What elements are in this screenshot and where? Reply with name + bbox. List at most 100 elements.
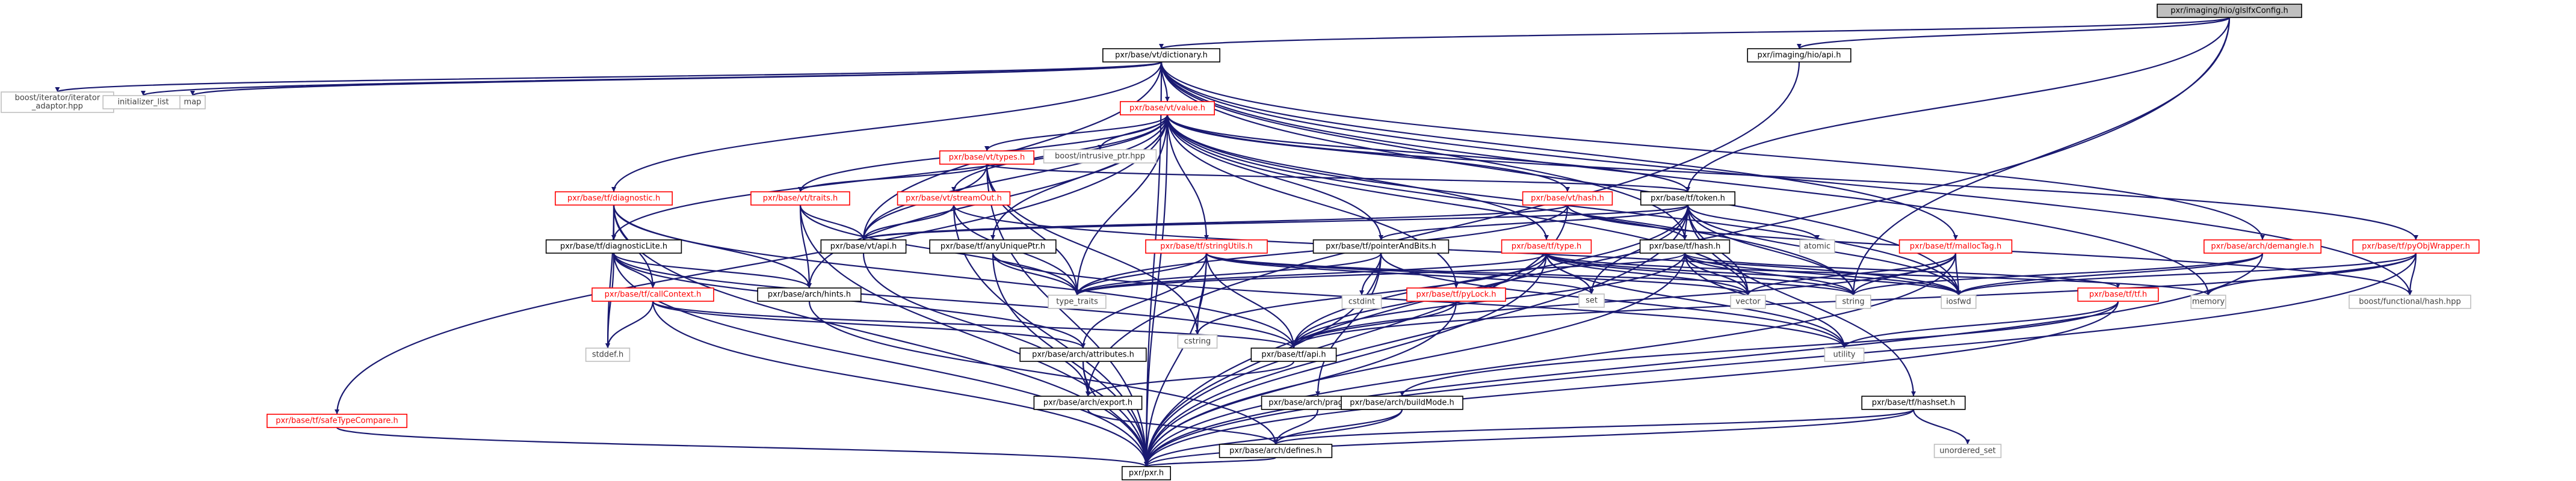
edge-arch_pragmas-to-arch_defines — [1274, 409, 1319, 445]
node-label: pxr/base/arch/export.h — [1043, 399, 1132, 408]
node-tf-malloctag[interactable]: pxr/base/tf/mallocTag.h — [1898, 239, 2013, 254]
node-arch-export[interactable]: pxr/base/arch/export.h — [1033, 396, 1143, 410]
edge-vt_dictionary-to-map — [191, 61, 1163, 97]
node-box — [554, 191, 673, 206]
node-vt-dictionary[interactable]: pxr/base/vt/dictionary.h — [1102, 48, 1221, 63]
node-tf-pointerbits[interactable]: pxr/base/tf/pointerAndBits.h — [1312, 239, 1450, 254]
node-tf-type[interactable]: pxr/base/tf/type.h — [1501, 239, 1592, 254]
edge-arch_demangle-to-string — [1852, 253, 2264, 296]
edge-arrowhead — [1454, 283, 1459, 288]
edge-vt_streamout-to-iosfwd — [953, 204, 1960, 296]
edge-arrowhead — [1165, 97, 1170, 102]
edge-vt_value-to-pxr — [1145, 114, 1169, 467]
edge-vt_types-to-pxr — [986, 164, 1147, 467]
node-tf-safetype[interactable]: pxr/base/tf/safeTypeCompare.h — [266, 414, 407, 428]
node-tf-token[interactable]: pxr/base/tf/token.h — [1640, 191, 1736, 206]
edge-tf_pointerbits-to-type_traits — [1076, 253, 1382, 296]
node-box — [2190, 295, 2226, 309]
node-tf-stringutils[interactable]: pxr/base/tf/stringUtils.h — [1145, 239, 1268, 254]
node-label: pxr/base/tf/hash.h — [1649, 242, 1721, 251]
edge-tf_tf-to-utility — [1843, 301, 2119, 349]
edge-tf_type-to-string — [1545, 253, 1855, 296]
node-label: pxr/base/tf/diagnostic.h — [567, 194, 660, 203]
node-box — [1824, 348, 1865, 362]
node-label: pxr/base/tf/pyLock.h — [1416, 290, 1496, 299]
node-label: pxr/base/vt/api.h — [830, 242, 897, 251]
edge-tf_stringutils-to-string — [1205, 253, 1855, 296]
node-box — [2204, 239, 2322, 254]
node-label: atomic — [1804, 242, 1830, 251]
node-box — [1033, 396, 1143, 410]
node-tf-difflite[interactable]: pxr/base/tf/diagnosticLite.h — [545, 239, 682, 254]
edge-arrowhead — [807, 283, 812, 288]
node-arch-attributes[interactable]: pxr/base/arch/attributes.h — [1019, 348, 1147, 362]
node-box — [1312, 239, 1450, 254]
node-root[interactable]: pxr/imaging/hio/glslfxConfig.h — [2157, 4, 2302, 18]
node-tf-diagnostic[interactable]: pxr/base/tf/diagnostic.h — [554, 191, 673, 206]
node-label: pxr/base/tf/stringUtils.h — [1160, 242, 1252, 251]
edge-tf_hashset-to-arch_defines — [1274, 408, 1915, 446]
edge-tf_tf-to-pxr — [1145, 301, 2119, 467]
node-tf-tf[interactable]: pxr/base/tf/tf.h — [2077, 287, 2159, 302]
edge-tf_malloctag-to-pxr — [1145, 253, 1957, 467]
edge-tf_pyobjwrapper-to-iosfwd — [1957, 253, 2417, 296]
edge-root-to-hio_api — [1798, 16, 2231, 50]
node-set: set — [1578, 293, 1605, 308]
edge-tf_token-to-vt_api — [862, 204, 1689, 241]
node-pxr[interactable]: pxr/pxr.h — [1122, 466, 1172, 480]
edge-vt_traits-to-vt_api — [799, 204, 865, 240]
node-tf-hash[interactable]: pxr/base/tf/hash.h — [1639, 239, 1731, 254]
node-tf-anyunique[interactable]: pxr/base/tf/anyUniquePtr.h — [929, 239, 1057, 254]
edge-vt_dictionary-to-arch_demangle — [1160, 61, 2264, 240]
node-tf-callcontext[interactable]: pxr/base/tf/callContext.h — [591, 287, 714, 302]
node-tf-api[interactable]: pxr/base/tf/api.h — [1250, 348, 1337, 362]
edge-vt_dictionary-to-tf_malloctag — [1160, 61, 1957, 240]
node-vt-value[interactable]: pxr/base/vt/value.h — [1120, 101, 1215, 115]
edge-vt_dictionary-to-iter_adaptor — [57, 61, 1163, 93]
edge-arrowhead — [1144, 462, 1149, 467]
node-arch-hints[interactable]: pxr/base/arch/hints.h — [757, 287, 862, 302]
edge-arch_hints-to-arch_defines — [808, 301, 1277, 445]
edge-tf_token-to-tf_pointerbits — [1380, 204, 1689, 240]
node-box — [266, 414, 407, 428]
node-cstring: cstring — [1177, 334, 1218, 349]
node-vt-streamout[interactable]: pxr/base/vt/streamOut.h — [897, 191, 1011, 206]
edge-arrowhead — [990, 235, 995, 240]
node-box — [591, 287, 714, 302]
node-box — [1145, 239, 1268, 254]
edge-arch_demangle-to-iosfwd — [1957, 253, 2264, 296]
node-label: pxr/imaging/hio/api.h — [1757, 51, 1841, 60]
node-box — [1522, 191, 1613, 206]
node-arch-buildmode[interactable]: pxr/base/arch/buildMode.h — [1341, 396, 1463, 410]
edge-arrowhead — [1273, 440, 1278, 444]
node-arch-demangle[interactable]: pxr/base/arch/demangle.h — [2204, 239, 2322, 254]
edge-vt_types-to-tf_token — [986, 163, 1689, 193]
node-vt-api[interactable]: pxr/base/vt/api.h — [820, 239, 907, 254]
edge-tf_pointerbits-to-arch_pragmas — [1317, 253, 1382, 397]
edge-arrowhead — [1956, 290, 1961, 295]
node-vt-hash[interactable]: pxr/base/vt/hash.h — [1522, 191, 1613, 206]
node-label: pxr/pxr.h — [1129, 469, 1164, 478]
node-tf-pyobjwrapper[interactable]: pxr/base/tf/pyObjWrapper.h — [2352, 239, 2480, 254]
edge-tf_token-to-tf_api — [1293, 204, 1689, 349]
edge-tf_token-to-pxr — [1145, 204, 1689, 467]
node-arch-defines[interactable]: pxr/base/arch/defines.h — [1219, 444, 1333, 458]
edge-tf_hash-to-string — [1684, 253, 1855, 296]
node-box — [750, 191, 850, 206]
edge-arch_export-to-arch_defines — [1087, 409, 1277, 445]
edge-vt_value-to-vt_api — [862, 114, 1169, 240]
edge-arrowhead — [1195, 330, 1200, 335]
node-tf-pylock[interactable]: pxr/base/tf/pyLock.h — [1406, 287, 1506, 302]
edge-vt_dictionary-to-memory — [1160, 61, 2210, 296]
node-label: stddef.h — [592, 351, 623, 360]
node-box — [1501, 239, 1592, 254]
node-box — [1941, 295, 1977, 309]
node-box — [1102, 48, 1221, 63]
node-tf-hashset[interactable]: pxr/base/tf/hashset.h — [1861, 396, 1966, 410]
node-vt-types[interactable]: pxr/base/vt/types.h — [939, 150, 1035, 165]
node-vt-traits[interactable]: pxr/base/vt/traits.h — [750, 191, 850, 206]
edge-arch_buildmode-to-pxr — [1145, 409, 1403, 467]
node-init-list: initializer_list — [102, 95, 184, 109]
node-hio-api[interactable]: pxr/imaging/hio/api.h — [1747, 48, 1852, 63]
edge-arch_attributes-to-pxr — [1082, 361, 1147, 467]
